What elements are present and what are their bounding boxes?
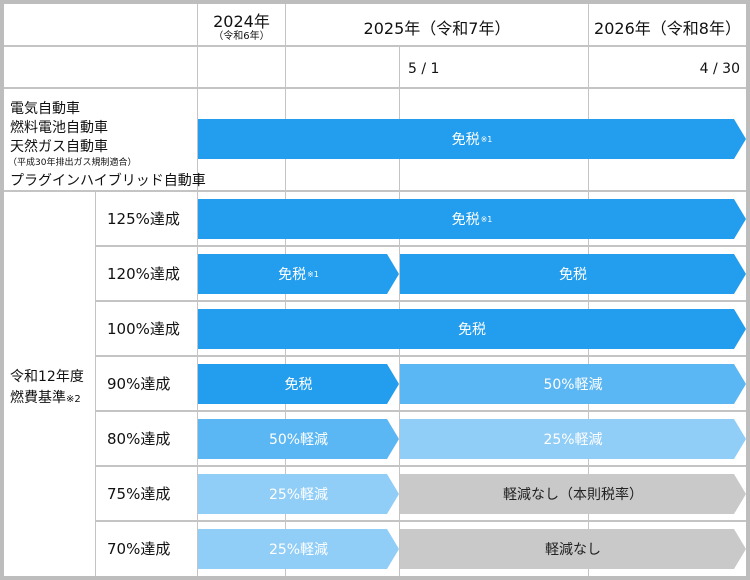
bar-label: 免税 [559,267,587,283]
grid-line [95,410,746,412]
grid-line [197,4,198,576]
bar-label: 免税 [451,132,480,148]
grid-line [4,87,746,89]
vehicle-fcv: 燃料電池自動車 [10,120,108,136]
bar-gray: 軽減なし（本則税率） [400,474,746,514]
bar-label: 免税 [458,322,486,338]
bar-label: 軽減なし（本則税率） [503,487,643,503]
bar-label: 軽減なし [545,542,601,558]
bar-label: 50%軽減 [268,432,329,448]
year-2026: 2026年（令和8年） [594,19,741,38]
grid-line [4,190,746,192]
standard-note: ※2 [66,394,81,405]
date-end: 4 / 30 [699,61,740,77]
bar-label: 50%軽減 [543,377,603,393]
bar-dark: 免税 [198,364,399,404]
row-label: 80%達成 [107,430,171,448]
row-label: 70%達成 [107,540,171,558]
row-label: 120%達成 [107,265,180,283]
standard-label-2: 燃費基準※2 [10,390,81,406]
bar-label: 25%軽減 [543,432,603,448]
bar-note: ※1 [307,269,319,279]
bar-mid: 50%軽減 [400,364,746,404]
bar-gray: 軽減なし [400,529,746,569]
bar-label: 25%軽減 [268,542,329,558]
bar-light: 25%軽減 [198,529,399,569]
vehicle-cng: 天然ガス自動車 [10,139,108,155]
standard-label-1: 令和12年度 [10,369,84,385]
bar-light: 25%軽減 [400,419,746,459]
bar-label: 25%軽減 [268,487,329,503]
row-label: 75%達成 [107,485,171,503]
grid-line [95,245,746,247]
row-label: 90%達成 [107,375,171,393]
bar-dark: 免税※1 [198,199,746,239]
grid-line [95,465,746,467]
bar-label: 免税 [451,212,480,228]
date-start: 5 / 1 [408,61,440,77]
bar-dark: 免税※1 [198,254,399,294]
bar-note: ※1 [480,134,493,144]
year-2024-sub: （令和6年） [213,31,270,42]
grid-line [95,355,746,357]
bar-label: 免税 [284,377,313,393]
bar-dark: 免税※1 [198,119,746,159]
bar-dark: 免税 [400,254,746,294]
row-label: 100%達成 [107,320,180,338]
grid-line [95,191,96,576]
grid-line [95,300,746,302]
row-label: 125%達成 [107,210,180,228]
bar-label: 免税 [278,267,307,283]
grid-line [95,520,746,522]
bar-note: ※1 [480,214,493,224]
bar-dark: 免税 [198,309,746,349]
grid-line [4,45,746,47]
vehicle-phev: プラグインハイブリッド自動車 [10,173,206,189]
bar-light: 25%軽減 [198,474,399,514]
vehicle-cng-note: （平成30年排出ガス規制適合） [8,158,137,168]
bar-mid: 50%軽減 [198,419,399,459]
vehicle-ev: 電気自動車 [10,101,80,117]
tax-table: 2024年 （令和6年） 2025年（令和7年） 2026年（令和8年） 5 /… [4,4,746,576]
year-2024: 2024年 [213,12,270,31]
year-2025: 2025年（令和7年） [363,19,511,38]
